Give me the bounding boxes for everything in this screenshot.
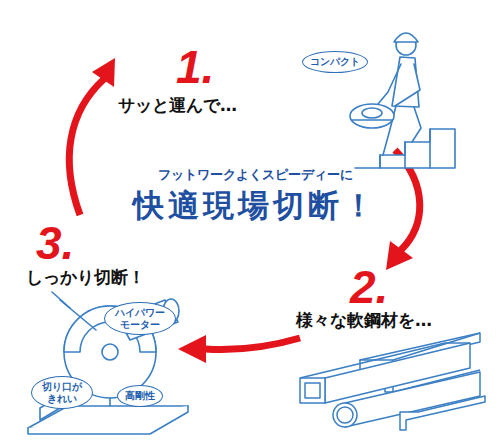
arrow-head-part <box>178 335 206 363</box>
step-text: サッと運んで… <box>118 96 237 115</box>
cut-off-saw-part <box>102 344 118 360</box>
worker-figure-part <box>352 119 392 121</box>
worker-figure-part <box>395 64 420 106</box>
subtitle: フットワークよくスピーディーに <box>158 168 353 182</box>
callout-text: ハイパワー モーター <box>112 307 168 330</box>
worker-figure-part <box>362 108 382 118</box>
callout-text: コンパクト <box>310 56 360 68</box>
step-number: 3. <box>36 218 74 269</box>
step-text: 様々な軟鋼材を… <box>296 311 432 330</box>
cycle-arrow-part <box>205 338 300 350</box>
worker-figure-part <box>378 64 401 104</box>
callout-bubble: 切り口が きれい <box>31 376 93 409</box>
worker-figure-part <box>394 33 418 42</box>
worker-figure <box>350 33 455 168</box>
callout-bubble: コンパクト <box>302 51 368 73</box>
steel-stock-part <box>400 396 485 430</box>
steel-stock-part <box>305 383 320 398</box>
steel-stock-part <box>445 342 470 344</box>
cycle-arrow-part <box>69 79 104 215</box>
worker-figure-part <box>429 129 431 168</box>
step-number: 1. <box>176 42 214 93</box>
worker-figure-part <box>379 155 381 168</box>
callout-text: 高剛性 <box>125 390 155 402</box>
headline: 快適現場切断！ <box>133 188 378 222</box>
cut-off-saw-part <box>52 292 70 308</box>
callout-bubble: 高剛性 <box>117 385 163 407</box>
step-text: しっかり切断！ <box>26 268 145 287</box>
arrow-head-part <box>92 58 115 87</box>
steel-stock <box>300 333 485 430</box>
cycle-arrow <box>69 79 419 350</box>
cut-off-saw-part <box>109 398 111 406</box>
steel-stock-part <box>300 343 445 378</box>
cut-off-saw <box>28 292 188 434</box>
steel-stock-part <box>337 407 353 423</box>
steel-stock-part <box>300 378 325 403</box>
steel-stock-part <box>333 403 357 427</box>
worker-figure-part <box>350 104 394 128</box>
worker-figure-part <box>404 142 406 168</box>
callout-text: 切り口が きれい <box>39 381 85 404</box>
worker-figure-part <box>392 57 419 107</box>
worker-figure-part <box>355 129 455 168</box>
callout-bubble: ハイパワー モーター <box>104 302 176 335</box>
step-number: 2. <box>350 262 388 313</box>
arrow-head-part <box>386 241 413 270</box>
worker-figure-part <box>412 107 421 142</box>
